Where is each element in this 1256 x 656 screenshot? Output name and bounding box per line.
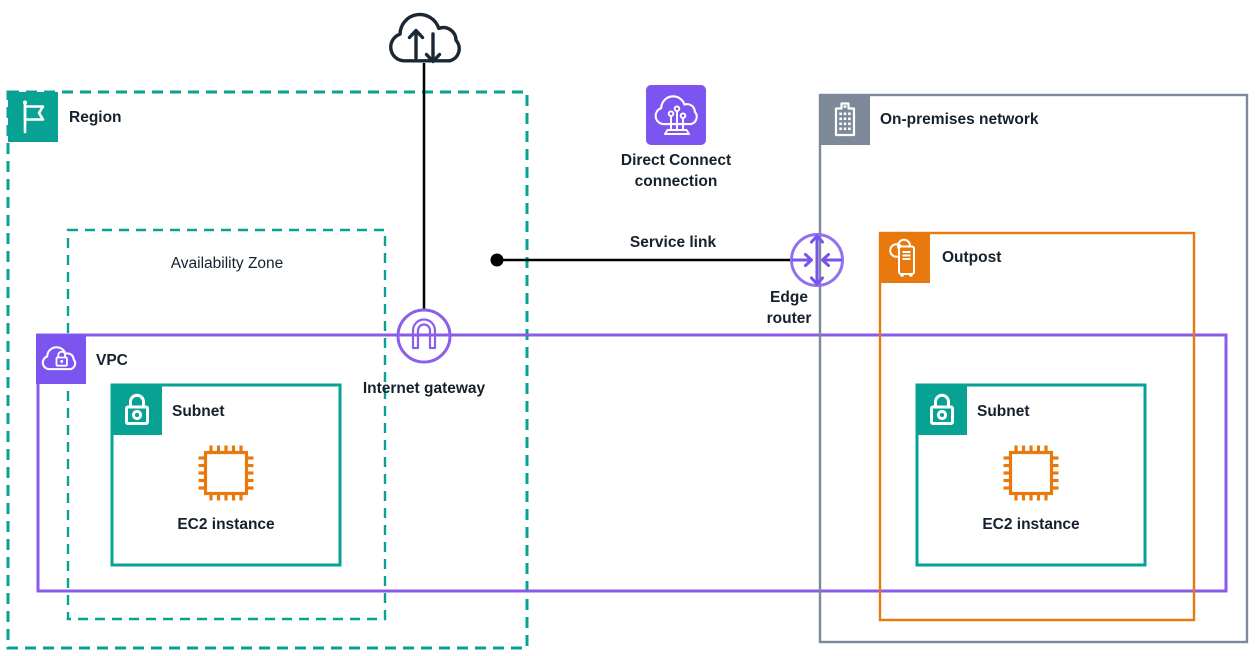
outpost-label: Outpost — [942, 249, 1002, 266]
flag-icon — [8, 92, 58, 142]
direct-connect-label-line2: connection — [634, 173, 718, 190]
gateway-arch-icon — [396, 308, 452, 364]
processor-chip-icon — [198, 445, 254, 501]
subnet-region-label: Subnet — [172, 403, 225, 420]
processor-chip-icon — [1003, 445, 1059, 501]
cloud-up-down-arrows-icon — [389, 12, 461, 64]
cloud-circuit-icon — [646, 85, 706, 145]
lock-icon — [917, 385, 967, 435]
building-icon — [820, 95, 870, 145]
region-label: Region — [69, 109, 122, 126]
availability-zone-label: Availability Zone — [170, 255, 284, 272]
direct-connect-label: Direct Connect connection — [621, 150, 731, 192]
lock-icon — [112, 385, 162, 435]
internet-gateway-label: Internet gateway — [362, 380, 486, 397]
router-arrows-icon — [790, 233, 844, 287]
ec2-outpost-label: EC2 instance — [982, 516, 1080, 533]
service-link-endpoint-dot — [490, 253, 504, 267]
edge-router-label-line2: router — [766, 310, 812, 327]
on-premises-network-box — [818, 93, 1249, 644]
vpc-box — [36, 333, 1228, 593]
subnet-outpost-label: Subnet — [977, 403, 1030, 420]
subnet-box-region — [110, 383, 342, 567]
direct-connect-label-line1: Direct Connect — [620, 152, 732, 169]
vpc-label: VPC — [96, 352, 128, 369]
region-box — [6, 90, 529, 650]
service-link-label: Service link — [629, 234, 717, 251]
outpost-box — [878, 231, 1196, 622]
cloud-lock-icon — [36, 334, 86, 384]
edge-router-label: Edge router — [767, 287, 812, 329]
availability-zone-box — [66, 228, 387, 621]
ec2-region-label: EC2 instance — [177, 516, 275, 533]
subnet-box-outpost — [915, 383, 1147, 567]
outpost-rack-icon — [880, 233, 930, 283]
on-premises-network-label: On-premises network — [880, 111, 1039, 128]
edge-router-label-line1: Edge — [770, 289, 808, 306]
